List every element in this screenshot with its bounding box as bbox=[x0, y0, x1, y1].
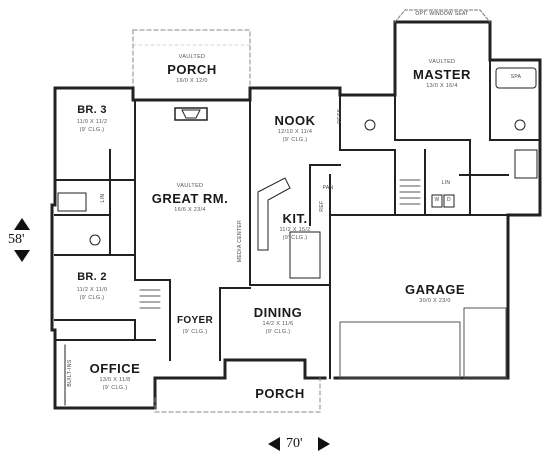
spa-tag: SPA bbox=[510, 74, 522, 80]
kit-ceiling: (9' CLG.) bbox=[282, 235, 308, 241]
great-name: GREAT RM. bbox=[151, 191, 229, 206]
porch-rear-name: PORCH bbox=[167, 62, 217, 77]
great-pre: VAULTED bbox=[176, 183, 204, 189]
master-pre: VAULTED bbox=[428, 59, 456, 65]
dining-name: DINING bbox=[253, 305, 303, 320]
master-size: 13/0 X 16/4 bbox=[426, 83, 458, 89]
office-size: 13/0 X 11/8 bbox=[99, 377, 131, 383]
great-size: 16/6 X 23/4 bbox=[174, 207, 206, 213]
porch-rear-size: 16/0 X 12/0 bbox=[176, 78, 208, 84]
nook-ceiling: (9' CLG.) bbox=[282, 137, 308, 143]
width-dimension: 70' bbox=[286, 436, 303, 451]
nook-name: NOOK bbox=[274, 113, 316, 128]
kit-size: 11/2 X 15/2 bbox=[279, 227, 311, 233]
br3-name: BR. 3 bbox=[77, 104, 107, 116]
lin-bath-tag: LIN bbox=[100, 193, 106, 203]
garage-name: GARAGE bbox=[404, 282, 466, 297]
master-name: MASTER bbox=[413, 67, 471, 82]
porch-rear-pre: VAULTED bbox=[178, 54, 206, 60]
lin-hall-tag: LIN bbox=[441, 180, 451, 186]
front-porch-outline bbox=[154, 377, 321, 413]
office-name: OFFICE bbox=[89, 361, 141, 376]
br2-ceiling: (9' CLG.) bbox=[79, 295, 105, 301]
dining-size: 14/2 X 11/6 bbox=[262, 321, 294, 327]
depth-dimension: 58' bbox=[8, 232, 25, 247]
br2-name: BR. 2 bbox=[77, 271, 107, 283]
washer-tag: W bbox=[434, 197, 440, 203]
ref-tag: REF bbox=[319, 200, 325, 212]
media-center-tag: MEDIA CENTER bbox=[237, 219, 243, 263]
built-ins-tag: BUILT-INS bbox=[67, 359, 73, 387]
desk-tag: DESK bbox=[337, 108, 343, 124]
dryer-tag: D bbox=[447, 197, 451, 203]
office-ceiling: (9' CLG.) bbox=[102, 385, 128, 391]
porch-front-name: PORCH bbox=[255, 386, 305, 401]
dining-ceiling: (9' CLG.) bbox=[265, 329, 291, 335]
foyer-ceiling: (9' CLG.) bbox=[182, 329, 208, 335]
br3-ceiling: (9' CLG.) bbox=[79, 127, 105, 133]
br2-size: 11/2 X 11/0 bbox=[76, 287, 108, 293]
garage-size: 30/0 X 23/0 bbox=[419, 298, 451, 304]
foyer-name: FOYER bbox=[177, 315, 213, 326]
kit-name: KIT. bbox=[282, 211, 308, 226]
br3-size: 11/0 X 11/2 bbox=[76, 119, 108, 125]
window-seat-tag: OPT. WINDOW SEAT bbox=[415, 11, 469, 17]
pan-tag: PAN bbox=[322, 185, 334, 191]
nook-size: 12/10 X 11/4 bbox=[277, 129, 313, 135]
